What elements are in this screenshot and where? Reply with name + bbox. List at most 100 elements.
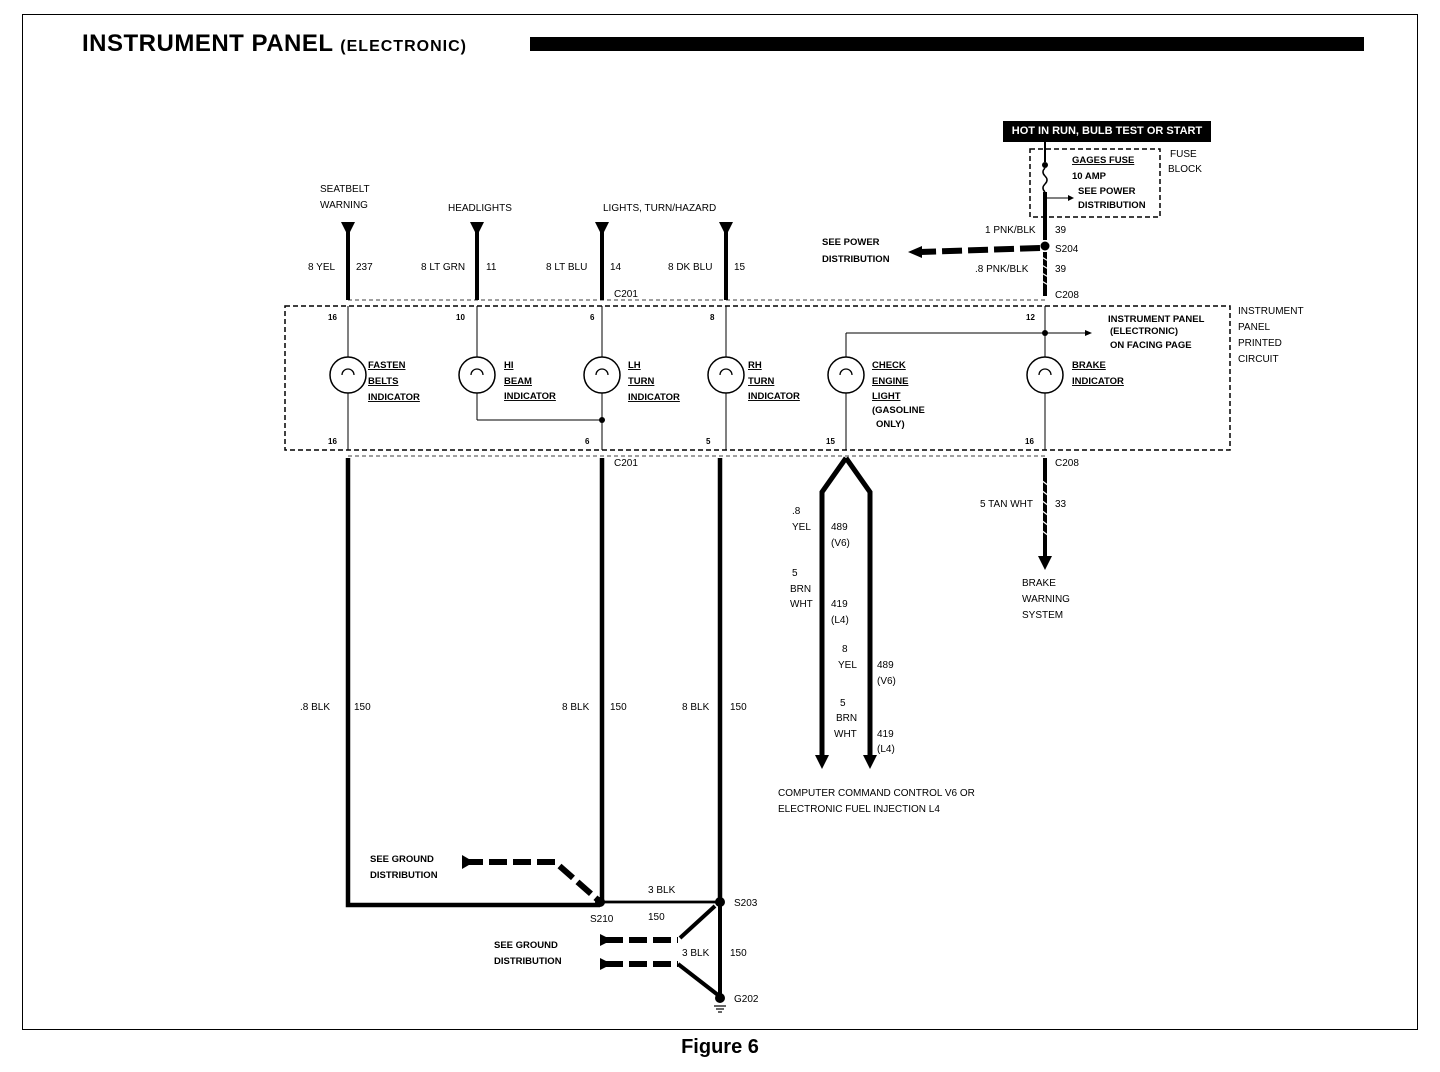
ecm-a-num: 489 xyxy=(831,522,848,533)
printed-circuit: INSTRUMENT PANEL PRINTED CIRCUIT 16 10 6… xyxy=(284,305,1304,451)
input-seatbelt-label-1: SEATBELT xyxy=(320,184,370,195)
brake-wire: 5 TAN WHT 33 BRAKE WARNING SYSTEM xyxy=(980,458,1070,621)
ecm-c-1: 8 xyxy=(842,644,848,655)
hot-in-run-label: HOT IN RUN, BULB TEST OR START xyxy=(1003,121,1211,142)
wire-3blk-top: 3 BLK xyxy=(648,885,676,896)
pin-bottom-16: 16 xyxy=(328,437,337,446)
bulb-lh-l2: TURN xyxy=(628,376,655,387)
input-wires: SEATBELT WARNING 8 YEL 237 HEADLIGHTS 8 … xyxy=(308,184,1079,301)
ecm-wires: .8 YEL 489 (V6) 5 BRN WHT 419 (L4) 8 YEL… xyxy=(778,456,975,815)
bulb-fasten-belts: FASTEN BELTS INDICATOR xyxy=(329,356,420,403)
fuse-block-label-2: BLOCK xyxy=(1168,164,1202,175)
bulb-icon xyxy=(707,356,745,394)
ecm-d-2: BRN xyxy=(836,713,857,724)
brake-dest-1: BRAKE xyxy=(1022,578,1056,589)
circuit-150-3: 150 xyxy=(730,702,747,713)
circuit-39-bottom: 39 xyxy=(1055,264,1067,275)
bulb-brake-l1: BRAKE xyxy=(1072,360,1106,371)
panel-label-2: PANEL xyxy=(1238,322,1270,333)
pin-bottom-5: 5 xyxy=(706,437,711,446)
wire-ground-2: 8 BLK xyxy=(562,702,590,713)
splice-s210-label: S210 xyxy=(590,914,614,925)
bulb-fasten-l2: BELTS xyxy=(368,376,398,387)
splice-s203-label: S203 xyxy=(734,898,758,909)
fuse-block: GAGES FUSE 10 AMP SEE POWER DISTRIBUTION… xyxy=(1029,142,1202,226)
connector-c208-top: C208 xyxy=(1055,290,1079,301)
circuit-39-top: 39 xyxy=(1055,225,1067,236)
ecm-a-2: YEL xyxy=(792,522,811,533)
ground-wires: .8 BLK 150 8 BLK 150 8 BLK 150 xyxy=(300,458,747,908)
wire-8lt-grn: 8 LT GRN xyxy=(421,262,465,273)
connector-c201-bottom: C201 xyxy=(614,458,638,469)
ecm-d-3: WHT xyxy=(834,729,857,740)
ecm-c-num: 489 xyxy=(877,660,894,671)
pin-bottom-16b: 16 xyxy=(1025,437,1034,446)
ecm-c-2: YEL xyxy=(838,660,857,671)
panel-ref-3: ON FACING PAGE xyxy=(1110,340,1192,351)
bulb-rh-turn: RH TURN INDICATOR xyxy=(707,356,800,402)
pin-top-16: 16 xyxy=(328,313,337,322)
wire-5tan-wht: 5 TAN WHT xyxy=(980,499,1033,510)
circuit-150-low: 150 xyxy=(730,948,747,959)
ecm-dest-2: ELECTRONIC FUEL INJECTION L4 xyxy=(778,804,940,815)
bulb-check-l3: LIGHT xyxy=(872,391,901,402)
wire-ground-1: .8 BLK xyxy=(300,702,330,713)
bulb-rh-l1: RH xyxy=(748,360,762,371)
fuse-see-distribution: DISTRIBUTION xyxy=(1078,200,1146,211)
wire-8lt-blu: 8 LT BLU xyxy=(546,262,587,273)
ground-g202 xyxy=(715,993,725,1003)
fuse-see-power: SEE POWER xyxy=(1078,186,1136,197)
fuse-rating: 10 AMP xyxy=(1072,171,1107,182)
see-power-1: SEE POWER xyxy=(822,237,880,248)
brake-dest-2: WARNING xyxy=(1022,594,1070,605)
splice-s204-label: S204 xyxy=(1055,244,1079,255)
connector-c201-top: C201 xyxy=(614,289,638,300)
pin-top-12: 12 xyxy=(1026,313,1035,322)
brake-dest-3: SYSTEM xyxy=(1022,610,1063,621)
bulbs: FASTEN BELTS INDICATOR HI BEAM INDICATOR… xyxy=(329,356,1124,430)
ecm-b-sub: (L4) xyxy=(831,615,849,626)
circuit-150-1: 150 xyxy=(354,702,371,713)
bulb-brake-l2: INDICATOR xyxy=(1072,376,1124,387)
see-ground-3: SEE GROUND xyxy=(494,940,558,951)
input-seatbelt-label-2: WARNING xyxy=(320,200,368,211)
bulb-fasten-l1: FASTEN xyxy=(368,360,406,371)
ecm-b-2: BRN xyxy=(790,584,811,595)
ecm-a-1: .8 xyxy=(792,506,801,517)
wire-8yel: 8 YEL xyxy=(308,262,335,273)
bottom-connectors: C201 C208 xyxy=(348,455,1079,469)
circuit-11: 11 xyxy=(486,262,497,273)
bulb-icon xyxy=(583,356,621,394)
see-ground-4: DISTRIBUTION xyxy=(494,956,562,967)
ground-distribution: SEE GROUND DISTRIBUTION SEE GROUND DISTR… xyxy=(370,854,759,1013)
fuse-icon xyxy=(1042,167,1048,193)
bulb-icon xyxy=(827,356,865,394)
bulb-icon xyxy=(458,356,496,394)
ecm-dest-1: COMPUTER COMMAND CONTROL V6 OR xyxy=(778,788,975,799)
wire-8pnk-blk: .8 PNK/BLK xyxy=(975,264,1029,275)
ecm-b-3: WHT xyxy=(790,599,813,610)
page-title: INSTRUMENT PANEL (ELECTRONIC) xyxy=(82,30,467,58)
bulb-hibeam-l3: INDICATOR xyxy=(504,391,556,402)
ecm-b-num: 419 xyxy=(831,599,848,610)
fuse-block-label-1: FUSE xyxy=(1170,149,1197,160)
figure-caption: Figure 6 xyxy=(681,1036,759,1058)
ecm-c-sub: (V6) xyxy=(877,676,896,687)
power-feed: 1 PNK/BLK 39 S204 .8 PNK/BLK 39 SEE POWE… xyxy=(822,218,1079,296)
pin-bottom-6: 6 xyxy=(585,437,590,446)
ecm-b-1: 5 xyxy=(792,568,798,579)
bulb-check-l5: ONLY) xyxy=(876,419,905,430)
bulb-rh-l2: TURN xyxy=(748,376,775,387)
bulb-check-l2: ENGINE xyxy=(872,376,908,387)
wire-8dk-blu: 8 DK BLU xyxy=(668,262,712,273)
fuse-name: GAGES FUSE xyxy=(1072,155,1134,166)
splice-s204 xyxy=(1040,241,1050,251)
bulb-hibeam-l2: BEAM xyxy=(504,376,532,387)
bulb-rh-l3: INDICATOR xyxy=(748,391,800,402)
splice-s203 xyxy=(715,897,725,907)
input-turn-hazard-label: LIGHTS, TURN/HAZARD xyxy=(603,203,716,214)
wire-ground-3: 8 BLK xyxy=(682,702,710,713)
connector-c208-bottom: C208 xyxy=(1055,458,1079,469)
pin-top-8: 8 xyxy=(710,313,715,322)
